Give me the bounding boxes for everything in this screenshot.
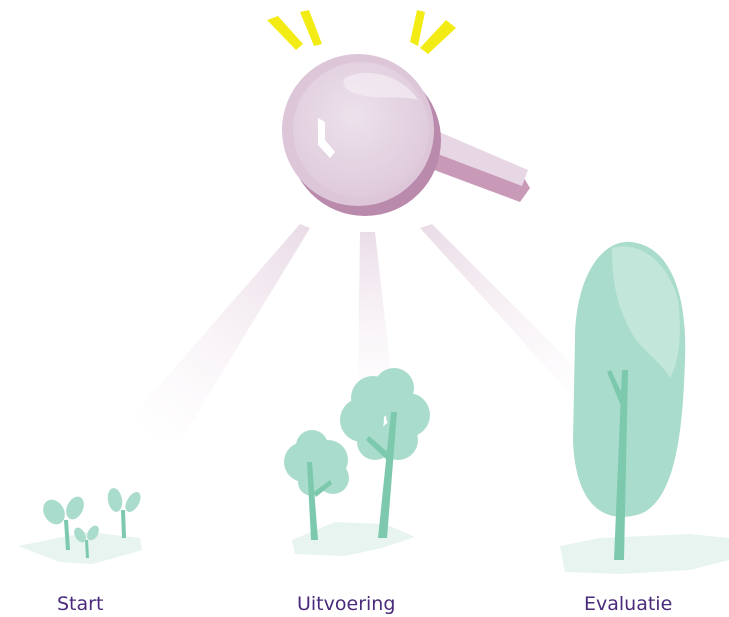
stage-label-uitvoering: Uitvoering <box>297 593 396 615</box>
light-beams <box>125 224 600 445</box>
light-beam-right <box>420 224 600 410</box>
mature-tree-icon <box>560 241 729 574</box>
light-beam-middle <box>358 232 392 382</box>
stage-label-evaluatie: Evaluatie <box>584 593 673 615</box>
sprouts-icon <box>18 488 142 564</box>
ground-patch <box>18 532 142 564</box>
sparkle-rays-icon <box>267 10 456 54</box>
light-beam-left <box>125 224 310 445</box>
stage-label-start: Start <box>57 593 104 615</box>
young-trees-icon <box>284 368 430 556</box>
magnifying-glass-icon <box>282 54 530 216</box>
ground-patch <box>560 534 729 574</box>
